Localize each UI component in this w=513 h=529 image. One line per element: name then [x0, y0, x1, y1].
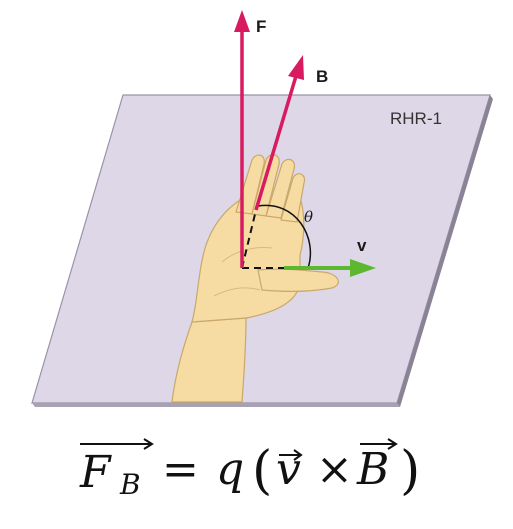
- formula-force-subscript: B: [119, 468, 141, 501]
- formula-open-paren: (: [252, 441, 272, 501]
- field-vector-arrowhead: [387, 438, 398, 450]
- field-label: B: [316, 67, 328, 86]
- angle-arc: [257, 204, 312, 269]
- force-arrow: [234, 10, 250, 268]
- force-label: F: [256, 17, 266, 36]
- plane-edge-shadow: [397, 95, 493, 407]
- hand-crease: [213, 287, 261, 297]
- force-vector-arrowhead: [143, 438, 154, 450]
- velocity-arrow: [284, 259, 376, 277]
- plane-label: RHR-1: [390, 109, 442, 128]
- formula-charge: q: [216, 444, 244, 495]
- field-dashed-line: [241, 209, 257, 269]
- formula-cross: ×: [316, 444, 353, 495]
- angle-label: θ: [304, 208, 313, 226]
- formula-close-paren: ): [400, 441, 420, 501]
- formula-equals: =: [162, 444, 199, 495]
- formula-force-symbol: F: [79, 447, 112, 498]
- velocity-vector-arrowhead: [293, 449, 303, 461]
- hand-finger-ring: [265, 158, 296, 219]
- hand-thumb: [257, 268, 339, 292]
- velocity-label: v: [357, 236, 367, 255]
- formula: F B = q ( v × B ): [79, 438, 420, 501]
- field-arrow: [254, 55, 304, 211]
- hand: [171, 154, 339, 403]
- formula-velocity-symbol: v: [276, 444, 301, 495]
- formula-field-symbol: B: [356, 444, 389, 495]
- plane-bottom-shadow: [32, 403, 400, 407]
